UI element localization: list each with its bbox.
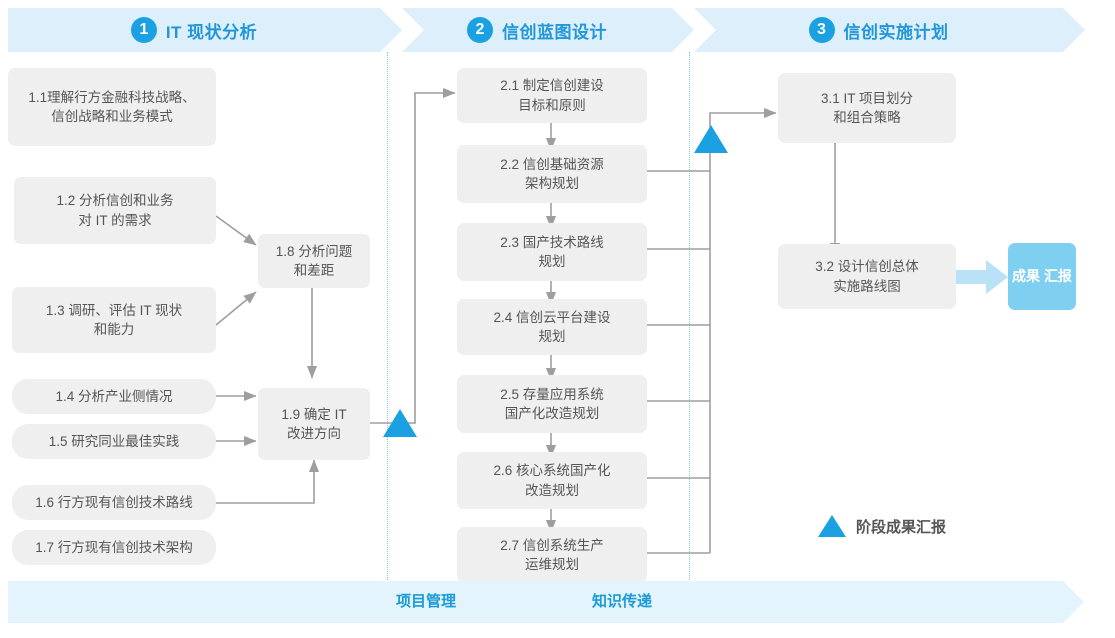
phase-separator-1 [387,52,388,582]
node-2-6-line2: 改造规划 [525,482,579,498]
node-1-8[interactable]: 1.8 分析问题 和差距 [258,234,370,288]
node-2-6-line1: 2.6 核心系统国产化 [493,463,611,479]
node-1-3[interactable]: 1.3 调研、评估 IT 现状 和能力 [12,287,216,353]
node-2-5-line1: 2.5 存量应用系统 [500,386,604,402]
phase-title-2: 信创蓝图设计 [502,22,607,42]
node-2-7-line1: 2.7 信创系统生产 [500,537,604,553]
node-1-5-label: 1.5 研究同业最佳实践 [48,433,180,449]
result-line2: 汇报 [1043,268,1072,285]
node-2-7-line2: 运维规划 [525,557,579,572]
phase-title-1: IT 现状分析 [165,22,258,42]
node-3-1-line1: 3.1 IT 项目划分 [820,90,914,106]
node-1-2-line2: 对 IT 的需求 [78,212,152,228]
node-1-7-label: 1.7 行方现有信创技术架构 [35,539,193,555]
legend-triangle-icon [818,515,846,537]
node-2-5-line2: 国产化改造规划 [504,406,600,421]
node-2-4[interactable]: 2.4 信创云平台建设 规划 [457,299,647,355]
node-2-1[interactable]: 2.1 制定信创建设 目标和原则 [457,68,647,123]
node-3-2-line1: 3.2 设计信创总体 [815,259,919,275]
node-1-1[interactable]: 1.1理解行方金融科技战略、 信创战略和业务模式 [8,68,216,146]
node-2-2-line2: 架构规划 [525,176,579,191]
node-2-4-line1: 2.4 信创云平台建设 [493,309,611,325]
footer-band [8,581,1084,623]
phase-number-3: 3 [808,17,835,43]
node-1-3-line2: 和能力 [93,322,135,337]
result-line1: 成果 [1012,268,1041,285]
node-1-9-line1: 1.9 确定 IT [281,406,347,422]
phase-number-2: 2 [467,17,493,43]
node-1-9[interactable]: 1.9 确定 IT 改进方向 [258,388,370,460]
result-report-box[interactable]: 成果 汇报 [1008,243,1076,310]
node-1-3-line1: 1.3 调研、评估 IT 现状 [45,302,183,318]
node-1-6-label: 1.6 行方现有信创技术路线 [35,494,193,510]
node-1-6[interactable]: 1.6 行方现有信创技术路线 [12,485,216,520]
node-1-5[interactable]: 1.5 研究同业最佳实践 [12,424,216,459]
node-2-1-line1: 2.1 制定信创建设 [500,78,604,94]
phase-band-3: 3 信创实施计划 [694,8,1085,52]
node-2-4-line2: 规划 [538,329,566,344]
node-2-2[interactable]: 2.2 信创基础资源 架构规划 [457,145,647,203]
phase-band-1: 1 IT 现状分析 [8,8,402,52]
node-1-7[interactable]: 1.7 行方现有信创技术架构 [12,530,216,565]
node-3-2-line2: 实施路线图 [833,278,901,294]
node-2-3[interactable]: 2.3 国产技术路线 规划 [457,223,647,281]
phase-chevron-1-icon [380,8,402,52]
milestone-triangle-phase1-icon [383,409,417,437]
node-1-1-line2: 信创战略和业务模式 [51,109,173,124]
node-3-1-line2: 和组合策略 [833,110,901,125]
node-1-2-line1: 1.2 分析信创和业务 [56,193,174,209]
node-2-3-line1: 2.3 国产技术路线 [500,234,604,250]
footer-label-project: 项目管理 [396,593,457,610]
phase-band-2: 2 信创蓝图设计 [402,8,694,52]
node-1-1-line1: 1.1理解行方金融科技战略、 [28,89,196,105]
node-2-5[interactable]: 2.5 存量应用系统 国产化改造规划 [457,375,647,433]
node-3-2[interactable]: 3.2 设计信创总体 实施路线图 [778,244,956,309]
phase-number-1: 1 [130,17,157,43]
node-2-7[interactable]: 2.7 信创系统生产 运维规划 [457,527,647,583]
node-1-9-line2: 改进方向 [286,426,341,441]
node-1-4-label: 1.4 分析产业侧情况 [55,388,173,404]
node-2-2-line1: 2.2 信创基础资源 [500,156,604,172]
phase-separator-2 [689,52,690,582]
milestone-triangle-phase2-icon [694,125,728,153]
node-1-8-line2: 和差距 [293,263,335,278]
legend-milestone-label: 阶段成果汇报 [856,518,947,536]
footer-chevron-icon [1063,581,1084,623]
node-2-1-line2: 目标和原则 [518,97,586,113]
node-1-2[interactable]: 1.2 分析信创和业务 对 IT 的需求 [14,177,216,244]
phase-title-3: 信创实施计划 [843,22,949,42]
node-3-1[interactable]: 3.1 IT 项目划分 和组合策略 [778,73,956,143]
phase-chevron-3-icon [1063,8,1085,52]
node-1-4[interactable]: 1.4 分析产业侧情况 [12,379,216,414]
node-2-3-line2: 规划 [538,254,566,269]
result-block-arrow-icon [956,260,1008,294]
node-1-8-line1: 1.8 分析问题 [275,243,353,259]
footer-label-knowledge: 知识传递 [592,593,653,610]
legend-milestone: 阶段成果汇报 [818,515,946,537]
node-2-6[interactable]: 2.6 核心系统国产化 改造规划 [457,452,647,509]
phase-chevron-2-icon [672,8,694,52]
